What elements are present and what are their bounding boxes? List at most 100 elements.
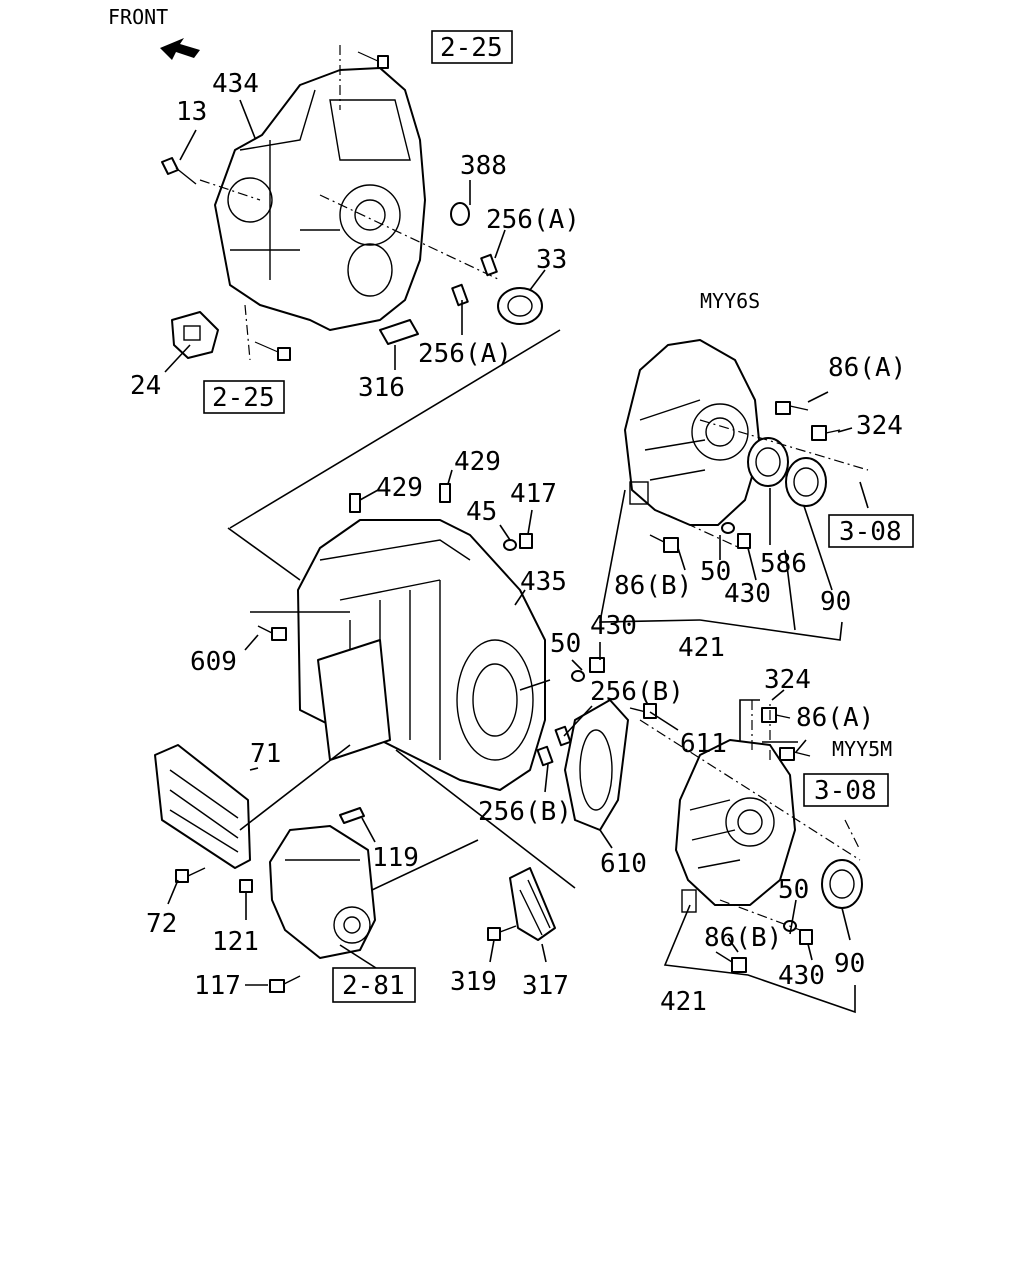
- callout-50-mid: 50: [550, 629, 581, 659]
- callout-86a-upper: 86(A): [828, 353, 906, 383]
- callout-429-1: 429: [376, 473, 423, 503]
- front-arrow-icon: [160, 38, 200, 60]
- bolt-2-25-left: [254, 341, 291, 361]
- rear-housing-myy6s: [624, 339, 761, 526]
- callout-421-lower: 421: [660, 987, 707, 1017]
- callout-609: 609: [190, 647, 237, 677]
- callout-317: 317: [522, 971, 569, 1001]
- rear-housing-myy5m: [675, 739, 796, 913]
- callout-86a-lower: 86(A): [796, 703, 874, 733]
- nut-121: [239, 879, 253, 893]
- bolt-324-lower: [761, 707, 791, 723]
- dowel-256a-1: [480, 253, 498, 277]
- ref-2-25-left-label: 2-25: [212, 383, 275, 413]
- callout-430-upper: 430: [724, 579, 771, 609]
- dowel-256b-2: [536, 745, 554, 767]
- callout-417: 417: [510, 479, 557, 509]
- callout-256a-1: 256(A): [486, 205, 580, 235]
- transmission-case-435: [297, 519, 546, 791]
- callout-611: 611: [680, 729, 727, 759]
- bolt-86b-upper: [649, 534, 679, 553]
- bolt-13: [161, 157, 197, 185]
- bolt-86b-lower: [715, 951, 747, 973]
- seal-33: [497, 287, 543, 325]
- callout-90-lower: 90: [834, 949, 865, 979]
- bolt-86a-upper: [775, 401, 809, 415]
- seal-90-lower: [821, 859, 863, 909]
- callout-50-lower: 50: [778, 875, 809, 905]
- cover-71: [154, 744, 251, 869]
- dowel-256a-2: [451, 283, 469, 307]
- ref-2-81-label: 2-81: [342, 971, 405, 1001]
- plug-417: [519, 533, 533, 549]
- callout-33: 33: [536, 245, 567, 275]
- cover-317: [509, 867, 556, 941]
- gasket-610: [564, 699, 629, 831]
- seal-586: [747, 437, 789, 487]
- callout-388: 388: [460, 151, 507, 181]
- callout-45: 45: [466, 497, 497, 527]
- plate-316: [379, 319, 419, 345]
- callout-324-lower: 324: [764, 665, 811, 695]
- callout-256a-2: 256(A): [418, 339, 512, 369]
- plug-430-upper: [737, 533, 751, 549]
- ref-box-3-08-upper[interactable]: 3-08: [828, 514, 914, 548]
- callout-586: 586: [760, 549, 807, 579]
- bolt-609: [257, 625, 287, 641]
- ref-box-2-25-top[interactable]: 2-25: [431, 30, 513, 64]
- bolt-117: [269, 975, 301, 993]
- callout-421-upper: 421: [678, 633, 725, 663]
- callout-119: 119: [372, 843, 419, 873]
- bolt-319: [487, 925, 517, 941]
- variant-label-upper: MYY6S: [700, 289, 760, 313]
- callout-121: 121: [212, 927, 259, 957]
- pto-assembly-2-81: [269, 825, 376, 959]
- variant-label-lower: MYY5M: [832, 737, 892, 761]
- ref-box-2-81[interactable]: 2-81: [332, 967, 416, 1003]
- callout-72: 72: [146, 909, 177, 939]
- callout-117: 117: [194, 971, 241, 1001]
- bushing-388: [450, 202, 470, 226]
- ref-box-3-08-lower[interactable]: 3-08: [803, 773, 889, 807]
- callout-610: 610: [600, 849, 647, 879]
- bolt-86a-lower: [779, 747, 811, 761]
- bolt-2-25-top: [357, 51, 389, 69]
- plug-430-lower: [799, 929, 813, 945]
- seal-90-upper: [785, 457, 827, 507]
- callout-13: 13: [176, 97, 207, 127]
- bolt-72: [175, 867, 206, 883]
- plug-430-mid: [589, 657, 605, 673]
- oring-50-mid: [571, 670, 585, 682]
- callout-90-upper: 90: [820, 587, 851, 617]
- callout-429-2: 429: [454, 447, 501, 477]
- ref-3-08-upper-label: 3-08: [839, 517, 902, 547]
- callout-430-lower: 430: [778, 961, 825, 991]
- oring-50-upper: [721, 522, 735, 534]
- bolt-324-upper: [811, 425, 841, 441]
- callout-324-upper: 324: [856, 411, 903, 441]
- callout-86b-lower: 86(B): [704, 923, 782, 953]
- callout-319: 319: [450, 967, 497, 997]
- stud-119: [339, 807, 365, 824]
- callout-435: 435: [520, 567, 567, 597]
- callout-256b-1: 256(B): [590, 677, 684, 707]
- dowel-256b-1: [554, 725, 572, 747]
- clutch-housing-434: [214, 67, 426, 331]
- ref-box-2-25-left[interactable]: 2-25: [203, 380, 285, 414]
- cover-24: [171, 311, 219, 359]
- callout-71: 71: [250, 739, 281, 769]
- dowel-429-2: [439, 483, 451, 503]
- ref-2-25-top-label: 2-25: [440, 33, 503, 63]
- callout-434: 434: [212, 69, 259, 99]
- front-label: FRONT: [108, 5, 168, 29]
- callout-24: 24: [130, 371, 161, 401]
- callout-256b-2: 256(B): [478, 797, 572, 827]
- dowel-429-1: [349, 493, 361, 513]
- callout-50-upper: 50: [700, 557, 731, 587]
- callout-430-mid: 430: [590, 611, 637, 641]
- ref-3-08-lower-label: 3-08: [814, 776, 877, 806]
- callout-86b-upper: 86(B): [614, 571, 692, 601]
- oring-45: [503, 539, 517, 551]
